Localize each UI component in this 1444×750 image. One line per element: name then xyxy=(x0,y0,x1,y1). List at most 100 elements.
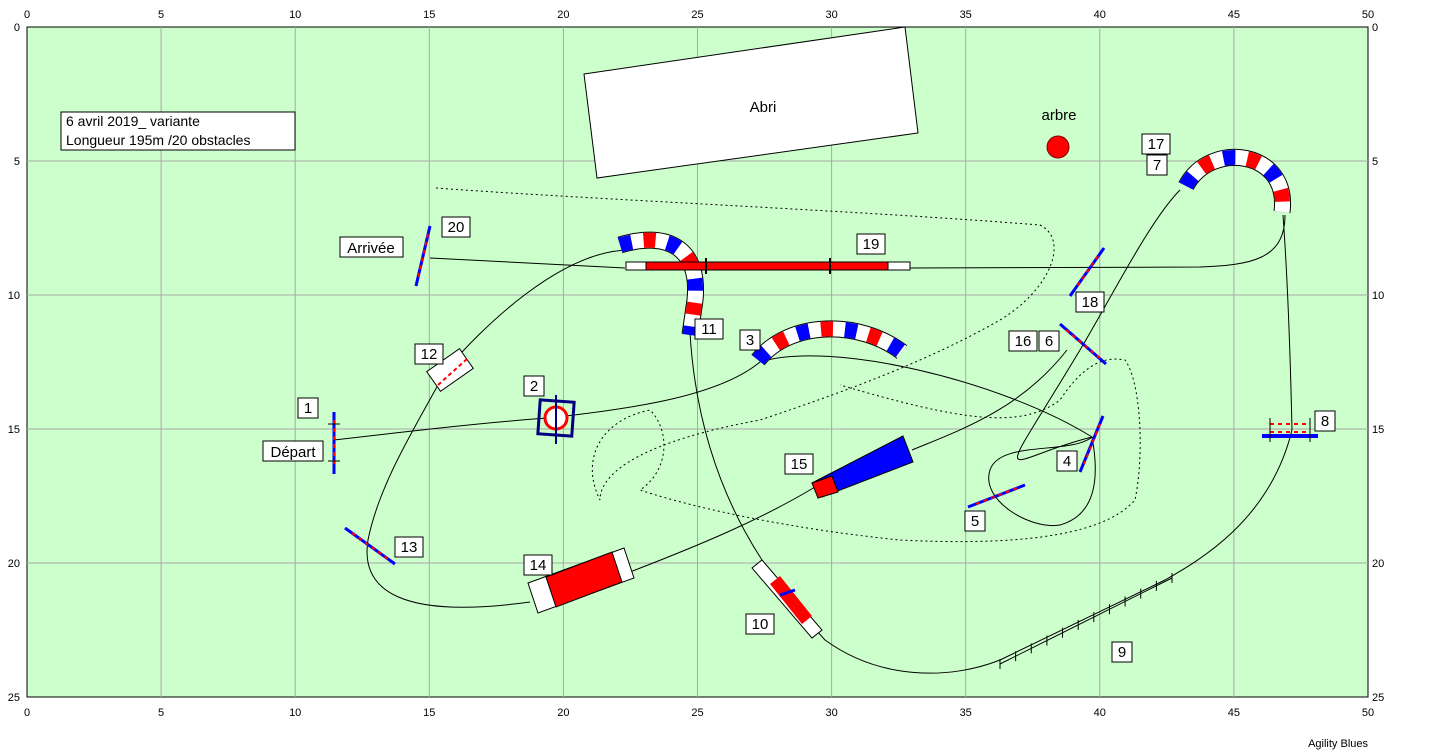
seesaw-10 xyxy=(751,559,823,639)
x-tick-top: 5 xyxy=(158,9,164,21)
y-tick-right: 20 xyxy=(1372,558,1384,570)
x-tick-top: 20 xyxy=(557,9,569,21)
info-date: 6 avril 2019_ variante xyxy=(66,113,200,129)
num-18-text: 18 xyxy=(1082,294,1099,311)
x-tick-bottom: 20 xyxy=(557,707,569,719)
num-6-text: 6 xyxy=(1045,333,1053,350)
x-tick-top: 25 xyxy=(691,9,703,21)
num-5-text: 5 xyxy=(971,513,979,530)
y-tick-right: 0 xyxy=(1372,22,1378,34)
shelter-label: Abri xyxy=(750,99,777,116)
num-5: 5 xyxy=(964,510,986,532)
x-tick-top: 35 xyxy=(960,9,972,21)
num-6: 6 xyxy=(1038,330,1060,352)
y-tick-left: 10 xyxy=(8,290,20,302)
num-2-text: 2 xyxy=(530,378,538,395)
x-tick-top: 15 xyxy=(423,9,435,21)
x-tick-top: 10 xyxy=(289,9,301,21)
axes: 0055101015152020252530303535404045455050… xyxy=(8,9,1385,719)
num-16-text: 16 xyxy=(1015,333,1032,350)
num-9: 9 xyxy=(1111,641,1133,663)
num-18: 18 xyxy=(1075,291,1105,313)
num-13: 13 xyxy=(394,536,424,558)
num-14: 14 xyxy=(523,554,553,576)
tree-label: arbre xyxy=(1041,107,1076,124)
jump-6 xyxy=(1059,322,1107,366)
dogwalk-19 xyxy=(625,258,911,274)
jump-20 xyxy=(414,225,432,287)
num-17: 17 xyxy=(1141,133,1171,155)
num-3-text: 3 xyxy=(746,332,754,349)
jump-8 xyxy=(1262,418,1318,442)
num-8: 8 xyxy=(1314,410,1336,432)
num-10: 10 xyxy=(745,613,775,635)
num-1-text: 1 xyxy=(304,400,312,417)
num-7: 7 xyxy=(1146,154,1168,176)
x-tick-top: 40 xyxy=(1094,9,1106,21)
labels: Départ Arrivée 1 2 3 4 5 16 6 17 7 8 9 1… xyxy=(262,133,1336,663)
y-tick-left: 20 xyxy=(8,558,20,570)
jump-1 xyxy=(328,412,340,474)
tunnel-7 xyxy=(1178,148,1291,214)
x-tick-bottom: 45 xyxy=(1228,707,1240,719)
bridge-14 xyxy=(527,547,635,614)
credit: Agility Blues xyxy=(1308,738,1368,750)
jump-13 xyxy=(344,526,396,566)
jump-4 xyxy=(1078,415,1105,473)
num-20-text: 20 xyxy=(448,219,465,236)
num-4-text: 4 xyxy=(1063,453,1071,470)
num-8-text: 8 xyxy=(1321,413,1329,430)
tree: arbre xyxy=(1041,107,1077,159)
start-label: Départ xyxy=(270,444,316,461)
y-tick-left: 15 xyxy=(8,424,20,436)
x-tick-bottom: 15 xyxy=(423,707,435,719)
x-tick-bottom: 35 xyxy=(960,707,972,719)
num-15: 15 xyxy=(784,453,814,475)
num-12: 12 xyxy=(414,343,444,365)
num-9-text: 9 xyxy=(1118,644,1126,661)
x-tick-bottom: 0 xyxy=(24,707,30,719)
weave-9 xyxy=(999,573,1173,669)
jump-5 xyxy=(967,483,1026,509)
start-label-box: Départ xyxy=(262,440,324,462)
y-tick-right: 15 xyxy=(1372,424,1384,436)
num-15-text: 15 xyxy=(791,456,808,473)
info-length: Longueur 195m /20 obstacles xyxy=(66,132,250,148)
num-10-text: 10 xyxy=(752,616,769,633)
x-tick-bottom: 50 xyxy=(1362,707,1374,719)
num-13-text: 13 xyxy=(401,539,418,556)
num-16: 16 xyxy=(1008,330,1038,352)
x-tick-top: 30 xyxy=(825,9,837,21)
num-4: 4 xyxy=(1056,450,1078,472)
num-3: 3 xyxy=(739,329,761,351)
num-2: 2 xyxy=(523,375,545,397)
y-tick-left: 5 xyxy=(14,156,20,168)
y-tick-right: 5 xyxy=(1372,156,1378,168)
y-tick-left: 0 xyxy=(14,22,20,34)
y-tick-right: 10 xyxy=(1372,290,1384,302)
x-tick-bottom: 5 xyxy=(158,707,164,719)
x-tick-top: 0 xyxy=(24,9,30,21)
tunnel-11 xyxy=(617,231,705,337)
finish-label-box: Arrivée xyxy=(339,236,404,258)
num-11-text: 11 xyxy=(701,321,717,338)
num-17-text: 17 xyxy=(1148,136,1165,153)
num-20: 20 xyxy=(441,216,471,238)
jump-18 xyxy=(1068,247,1106,297)
num-7-text: 7 xyxy=(1153,157,1161,174)
num-19: 19 xyxy=(856,233,886,255)
chute-15 xyxy=(811,435,914,499)
obstacles xyxy=(328,148,1318,669)
num-14-text: 14 xyxy=(530,557,547,574)
x-tick-bottom: 40 xyxy=(1094,707,1106,719)
num-19-text: 19 xyxy=(863,236,880,253)
num-1: 1 xyxy=(297,397,319,419)
num-11: 11 xyxy=(694,318,724,340)
x-tick-bottom: 10 xyxy=(289,707,301,719)
y-tick-right: 25 xyxy=(1372,692,1384,704)
x-tick-top: 45 xyxy=(1228,9,1240,21)
finish-label: Arrivée xyxy=(347,240,395,257)
x-tick-top: 50 xyxy=(1362,9,1374,21)
shelter: Abri xyxy=(583,26,919,179)
